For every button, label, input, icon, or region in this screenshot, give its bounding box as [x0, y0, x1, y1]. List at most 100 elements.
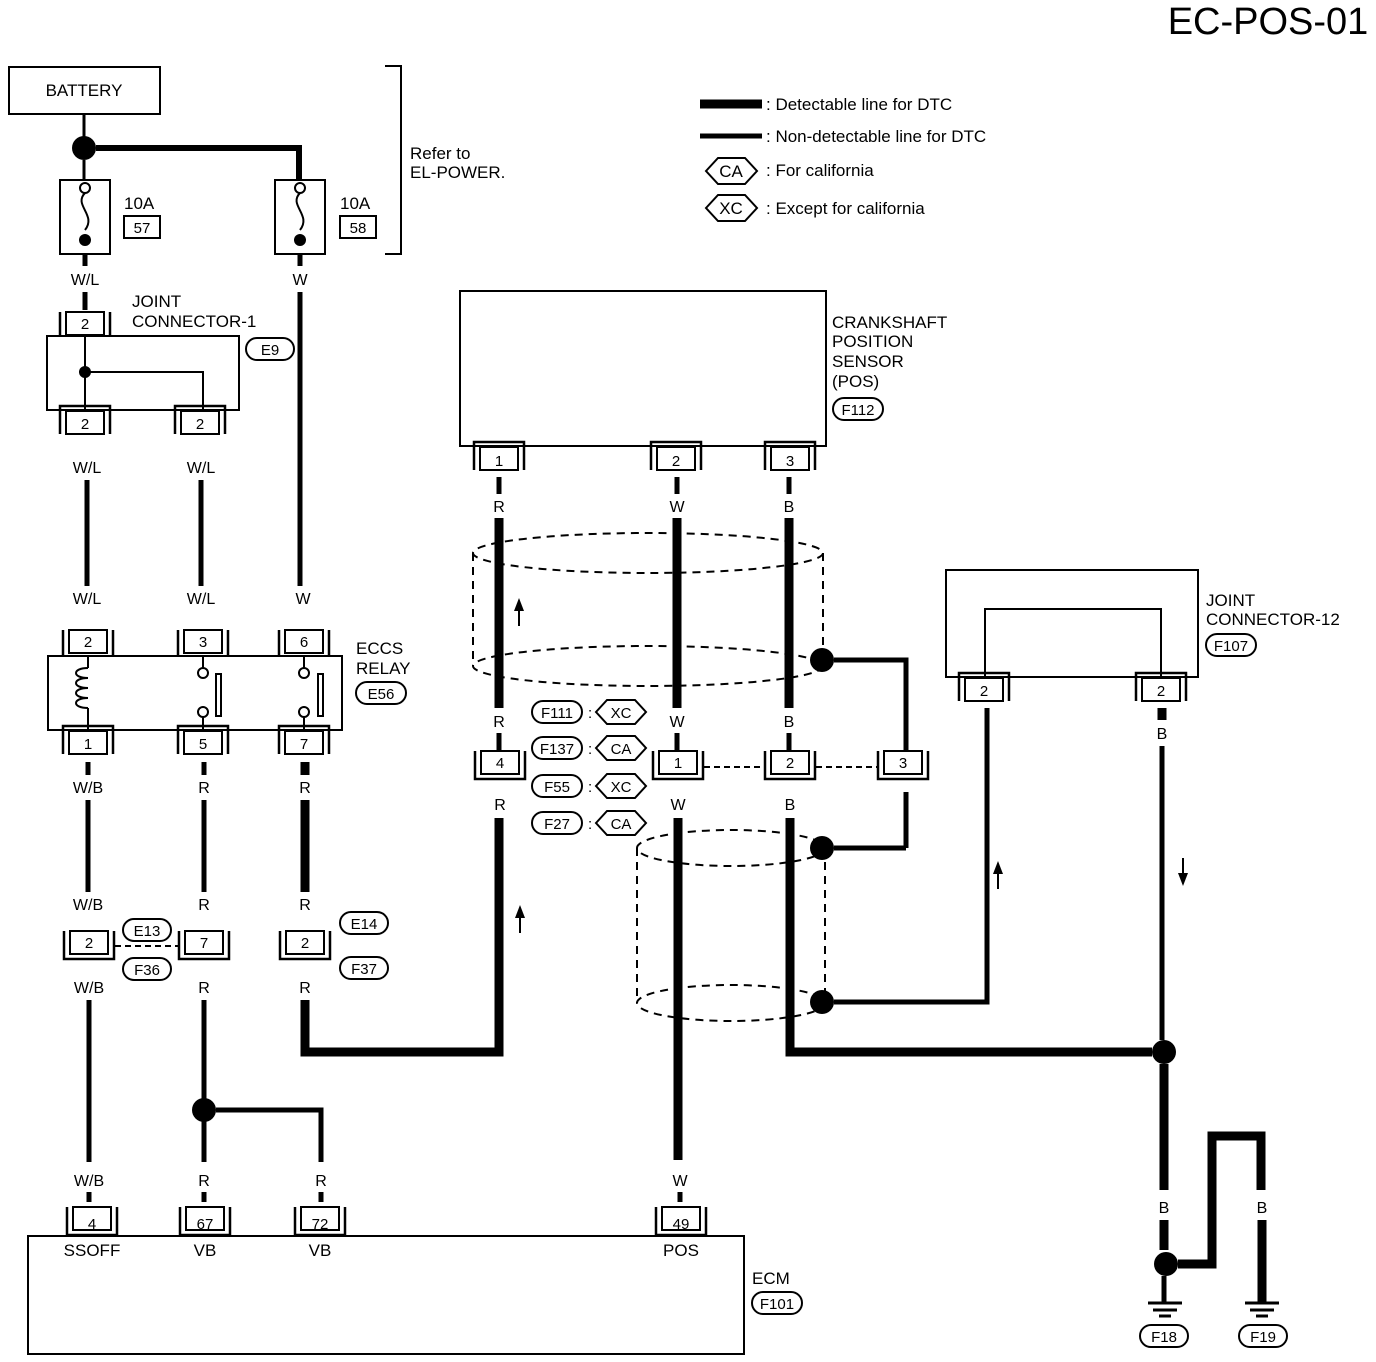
- pin-number: 67: [197, 1216, 214, 1233]
- refer-note-line2: EL-POWER.: [410, 163, 505, 182]
- wire-label: R: [198, 897, 210, 914]
- wire-label: W: [292, 272, 308, 289]
- sensor-name-line2: POSITION: [832, 332, 913, 351]
- refer-bracket: [385, 65, 402, 255]
- pin-number: 1: [84, 736, 92, 753]
- pin-number: 2: [301, 935, 309, 952]
- connector-code-e13: E13: [134, 923, 161, 940]
- pin-number: 3: [786, 453, 794, 470]
- refer-note-line1: Refer to: [410, 144, 470, 163]
- pin-number: 4: [88, 1216, 96, 1233]
- ground-f19: F19: [1238, 1301, 1288, 1348]
- pin-number: 1: [495, 453, 503, 470]
- pin-number: 2: [1157, 683, 1165, 700]
- joint-connector-1: 2 2 2 JOINT CONNECTOR-1 E9: [46, 292, 295, 436]
- wire-label: R: [493, 499, 505, 516]
- ground-code: F19: [1250, 1329, 1276, 1346]
- shield-splice: [810, 836, 834, 860]
- tag-variant: XC: [611, 705, 632, 722]
- jc1-code: E9: [261, 342, 279, 359]
- shield-lower: [636, 829, 826, 1022]
- crankshaft-position-sensor: 1 2 3 CRANKSHAFT POSITION SENSOR (POS) F…: [459, 290, 947, 472]
- pin-number: 5: [199, 736, 207, 753]
- jc12-code: F107: [1214, 638, 1248, 655]
- tag-code: F137: [540, 741, 574, 758]
- wire-label: R: [299, 897, 311, 914]
- wire-label: W/L: [71, 272, 100, 289]
- wire-label: W/B: [74, 980, 104, 997]
- wire-label: B: [1159, 1200, 1170, 1217]
- sensor-name-line3: SENSOR: [832, 352, 904, 371]
- jc1-name-line2: CONNECTOR-1: [132, 312, 256, 331]
- wire-label: R: [494, 797, 506, 814]
- wire-label: B: [784, 499, 795, 516]
- pin-number: 72: [312, 1216, 329, 1233]
- wire-label: W: [669, 499, 685, 516]
- tag-code: F27: [544, 816, 570, 833]
- connector-code-f37: F37: [351, 961, 377, 978]
- wire-label: W/L: [187, 460, 216, 477]
- wire-label: W/B: [74, 1173, 104, 1190]
- relay-name-line2: RELAY: [356, 659, 411, 678]
- joint-connector-12: 2 2 JOINT CONNECTOR-12 F107: [945, 569, 1340, 703]
- tag-variant: XC: [611, 779, 632, 796]
- fuse-57: 10A 57: [59, 179, 161, 255]
- wire-label: W/L: [73, 591, 102, 608]
- wire-label: W: [670, 797, 686, 814]
- ground-splice: [1154, 1252, 1178, 1276]
- tag-code: F55: [544, 779, 570, 796]
- wire-label: W: [295, 591, 311, 608]
- pin-number: 3: [899, 755, 907, 772]
- jc1-name-line1: JOINT: [132, 292, 181, 311]
- sensor-code: F112: [841, 402, 874, 419]
- fuse-58: 10A 58: [274, 179, 377, 255]
- wire-label: W/L: [73, 460, 102, 477]
- pin-number: 2: [81, 416, 89, 433]
- wire-label: R: [198, 1173, 210, 1190]
- wire-label: R: [315, 1173, 327, 1190]
- wire-label: R: [299, 980, 311, 997]
- legend-non-detectable: : Non-detectable line for DTC: [766, 127, 986, 146]
- shield-upper: [472, 532, 824, 687]
- wire-label: W/L: [187, 591, 216, 608]
- pin-number: 2: [980, 683, 988, 700]
- svg-text::: :: [588, 705, 592, 722]
- connector-e13-f36: 2 7 E13 F36: [62, 918, 231, 981]
- tag-variant: CA: [611, 741, 632, 758]
- svg-text::: :: [588, 779, 592, 796]
- legend-xc-text: : Except for california: [766, 199, 925, 218]
- ecm-pin-label: SSOFF: [64, 1241, 121, 1260]
- ecm-pin-label: VB: [194, 1241, 217, 1260]
- pin-number: 7: [200, 935, 208, 952]
- wire-label: B: [785, 797, 796, 814]
- vb-splice: [192, 1098, 216, 1122]
- pin-number: 2: [786, 755, 794, 772]
- mid-connector: 4 1 2 3: [473, 749, 930, 781]
- fuse-58-rating: 10A: [340, 194, 371, 213]
- pin-number: 6: [300, 634, 308, 651]
- pin-number: 2: [85, 935, 93, 952]
- tag-code: F111: [541, 705, 573, 722]
- battery: BATTERY: [8, 66, 161, 115]
- shield-splice: [810, 990, 834, 1014]
- pin-number: 2: [81, 316, 89, 333]
- fuse-57-rating: 10A: [124, 194, 155, 213]
- battery-splice: [72, 136, 96, 160]
- pin-number: 4: [496, 755, 504, 772]
- wire-label: W: [672, 1173, 688, 1190]
- jc12-name-line1: JOINT: [1206, 591, 1255, 610]
- wire-label: W/B: [73, 780, 103, 797]
- ground-f18: F18: [1139, 1301, 1189, 1348]
- wire-label: R: [299, 780, 311, 797]
- ground-code: F18: [1151, 1329, 1177, 1346]
- up-arrow-icon: [514, 598, 524, 611]
- pin-number: 2: [672, 453, 680, 470]
- wire-label: B: [1207, 1200, 1218, 1217]
- variant-tags: F111 : XC F137 : CA F55 : XC F27 : CA: [531, 699, 648, 836]
- wire-label: W/B: [73, 897, 103, 914]
- pin-number: 2: [196, 416, 204, 433]
- wire-label: B: [1257, 1200, 1268, 1217]
- connector-code-e14: E14: [351, 916, 378, 933]
- down-arrow-icon: [1178, 873, 1188, 886]
